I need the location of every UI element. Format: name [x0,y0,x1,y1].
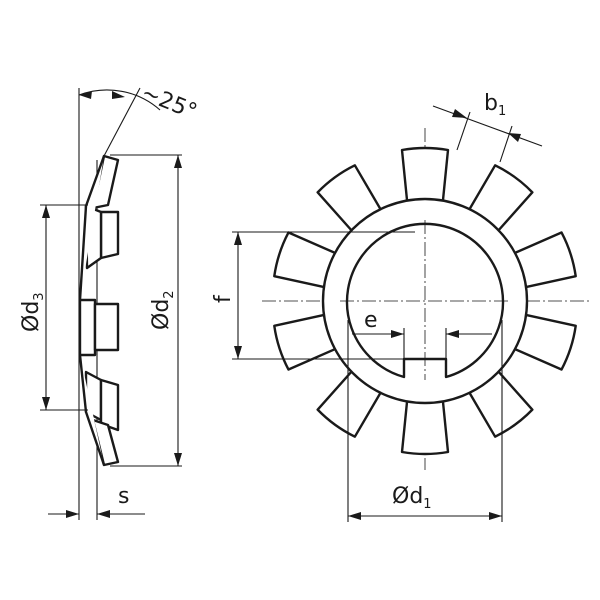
angle-ext-line [103,87,141,157]
b1-ext-right [499,125,513,163]
e-arrow-right [446,330,459,338]
b1-arrow-left [452,109,467,118]
d1-arrow-left [348,512,361,520]
angle-arrow-right [112,91,125,99]
f-arrow-top [234,232,242,245]
side-tooth [99,378,120,432]
b1-label: b1 [484,91,506,119]
f-arrow-bottom [234,346,242,359]
tooth [400,390,450,456]
side-tooth [78,298,97,357]
side-outline-bottom [78,354,106,466]
side-profile [78,154,120,467]
b1-arrow-right [508,133,521,142]
d2-arrow-bottom [174,453,182,466]
d3-arrow-bottom [42,397,50,410]
d1-arrow-right [489,512,502,520]
tooth [400,146,450,212]
d1-label: Ød1 [392,484,432,512]
side-tooth [93,302,120,352]
d3-label: Ød3 [19,292,47,332]
side-tooth [99,210,120,260]
d3-arrow-top [42,205,50,218]
d2-label: Ød2 [149,290,177,330]
angle-arrow-left [79,91,92,99]
front-view: f e Ød1 b1 [211,91,592,522]
side-view: Ød3 Ød2 ~25° s [19,80,200,520]
d2-arrow-top [174,155,182,168]
angle-label: ~25° [138,80,201,125]
b1-dimension-line [432,105,543,147]
e-label: e [364,308,378,333]
s-arrow-left [66,510,79,518]
e-arrow-left [391,330,404,338]
teeth [273,146,577,456]
side-outline-top [78,155,106,301]
ring-inner-hole [345,222,505,379]
s-label: s [118,484,129,509]
f-label: f [211,294,236,303]
s-arrow-right [97,510,110,518]
